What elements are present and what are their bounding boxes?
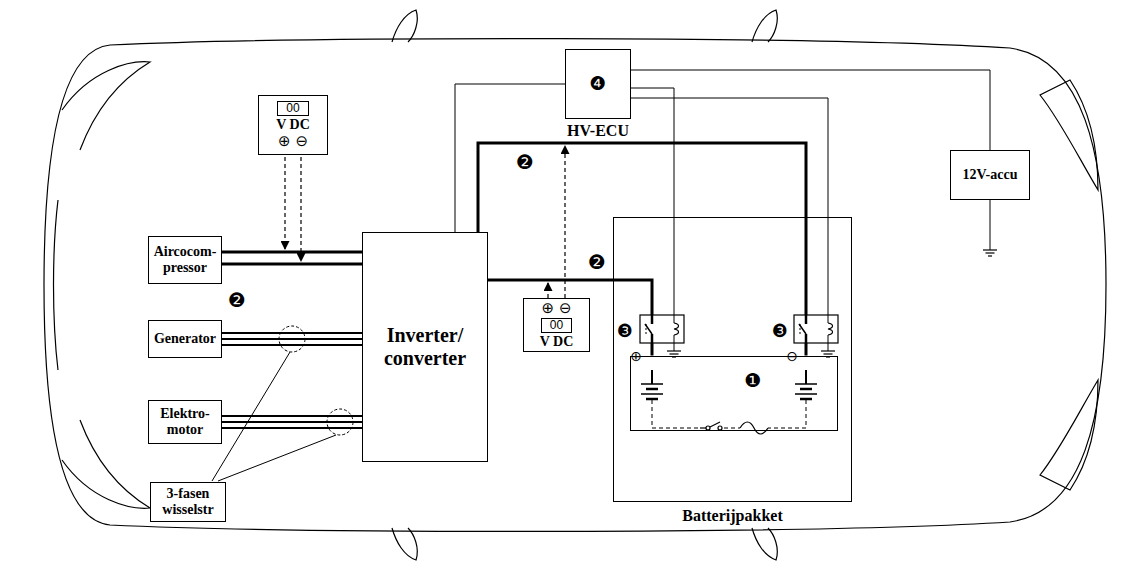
wire-line — [222, 251, 362, 254]
car-outline — [392, 528, 417, 560]
voltmeter-box: 00V DC⊕ ⊖ — [258, 95, 328, 155]
car-outline — [1040, 380, 1098, 490]
battery-cells — [706, 426, 710, 430]
wire-line — [222, 332, 362, 334]
three-phase-callout — [212, 326, 353, 481]
wire-line — [222, 263, 362, 266]
box-label: Inverter/ converter — [365, 324, 485, 370]
battery-12v-box: 12V-accu — [950, 150, 1030, 200]
battery-cells — [646, 388, 658, 391]
wire-connector — [488, 280, 652, 356]
battery-cells — [805, 370, 807, 384]
wire-connector — [631, 70, 990, 150]
control-line — [626, 88, 674, 315]
battery-cells — [724, 428, 740, 429]
component-box: Generator — [148, 320, 222, 358]
meter-display: 00 — [277, 101, 308, 116]
wire-line — [222, 338, 362, 340]
box-label: Generator — [154, 331, 216, 347]
component-box: Aircocom- pressor — [148, 236, 222, 284]
battery-cells — [740, 422, 768, 434]
box-heading: Batterijpakket — [682, 507, 782, 525]
battery-module-box: ❶ — [630, 356, 838, 431]
polarity-sign: ⊕ — [630, 348, 642, 364]
relay-symbol — [640, 315, 838, 357]
battery-cells — [800, 398, 812, 401]
wire-line — [631, 70, 990, 150]
ground-symbol — [983, 250, 997, 256]
car-outline — [392, 10, 417, 42]
three-phase-callout — [218, 435, 336, 481]
voltmeter-box: ⊕ ⊖00V DC — [523, 298, 590, 352]
callout-box: 3-fasen wisselstr — [150, 482, 226, 522]
callout-number: ❷ — [588, 250, 606, 274]
car-outline — [54, 200, 59, 370]
polarity-sign: ⊖ — [786, 348, 798, 364]
meter-probe — [300, 157, 301, 261]
box-label: 12V-accu — [963, 167, 1018, 183]
meter-probe — [284, 157, 285, 249]
wire-connector — [455, 84, 565, 232]
component-box: Elektro- motor — [148, 400, 222, 444]
battery-cells — [641, 370, 817, 434]
wire-line — [222, 415, 362, 417]
three-phase-callout — [212, 352, 290, 481]
box-label: ⊕ ⊖ — [542, 300, 572, 317]
battery-cells — [795, 383, 817, 385]
car-outline — [62, 62, 150, 150]
battery-pack-box: Batterijpakket❶ — [613, 217, 852, 502]
battery-cells — [641, 383, 663, 385]
ground-symbol — [990, 200, 991, 250]
wire-connector — [222, 333, 362, 345]
car-outline — [62, 420, 150, 508]
three-phase-callout — [279, 326, 305, 352]
three-phase-callout — [327, 409, 353, 435]
battery-cells — [651, 370, 653, 384]
battery-cells — [652, 400, 700, 428]
wire-line — [455, 84, 565, 232]
relay-symbol — [640, 315, 684, 357]
box-label: ❶ — [744, 370, 761, 391]
meter-display: 00 — [541, 318, 572, 333]
meter-probe — [547, 283, 548, 298]
battery-cells — [718, 426, 722, 430]
meter-probe — [564, 146, 565, 298]
battery-cells — [700, 427, 706, 428]
box-heading: HV-ECU — [567, 122, 629, 140]
box-label: V DC — [540, 334, 574, 350]
control-line — [626, 98, 828, 315]
car-outline — [752, 528, 777, 560]
wire-connector — [222, 252, 362, 264]
car-outline — [44, 10, 1106, 560]
callout-number: ❷ — [516, 150, 534, 174]
control-line — [626, 88, 828, 315]
ecu-box: ❹HV-ECU — [565, 49, 631, 119]
wire-line — [488, 280, 652, 356]
wire-line — [222, 344, 362, 346]
inverter-box: Inverter/ converter — [362, 232, 488, 462]
battery-cells — [768, 400, 806, 428]
relay-symbol — [794, 315, 838, 357]
battery-cells — [646, 398, 658, 401]
wire-line — [222, 421, 362, 423]
battery-cells — [800, 388, 812, 391]
box-label: ❹ — [589, 73, 606, 94]
callout-number: ❸ — [617, 320, 633, 341]
wire-connector — [222, 416, 362, 428]
callout-number: ❷ — [228, 288, 246, 312]
battery-cells — [795, 393, 817, 395]
car-outline — [752, 10, 777, 42]
battery-cells — [641, 393, 663, 395]
car-outline — [1040, 80, 1098, 190]
box-label: Elektro- motor — [151, 406, 219, 437]
box-label: 3-fasen wisselstr — [153, 486, 223, 517]
car-outline — [44, 39, 1106, 532]
ground-symbol — [983, 200, 997, 256]
wire-line — [222, 427, 362, 429]
box-label: Aircocom- pressor — [151, 244, 219, 275]
callout-number: ❸ — [772, 320, 788, 341]
box-label: ⊕ ⊖ — [278, 133, 308, 150]
box-label: V DC — [276, 117, 310, 133]
